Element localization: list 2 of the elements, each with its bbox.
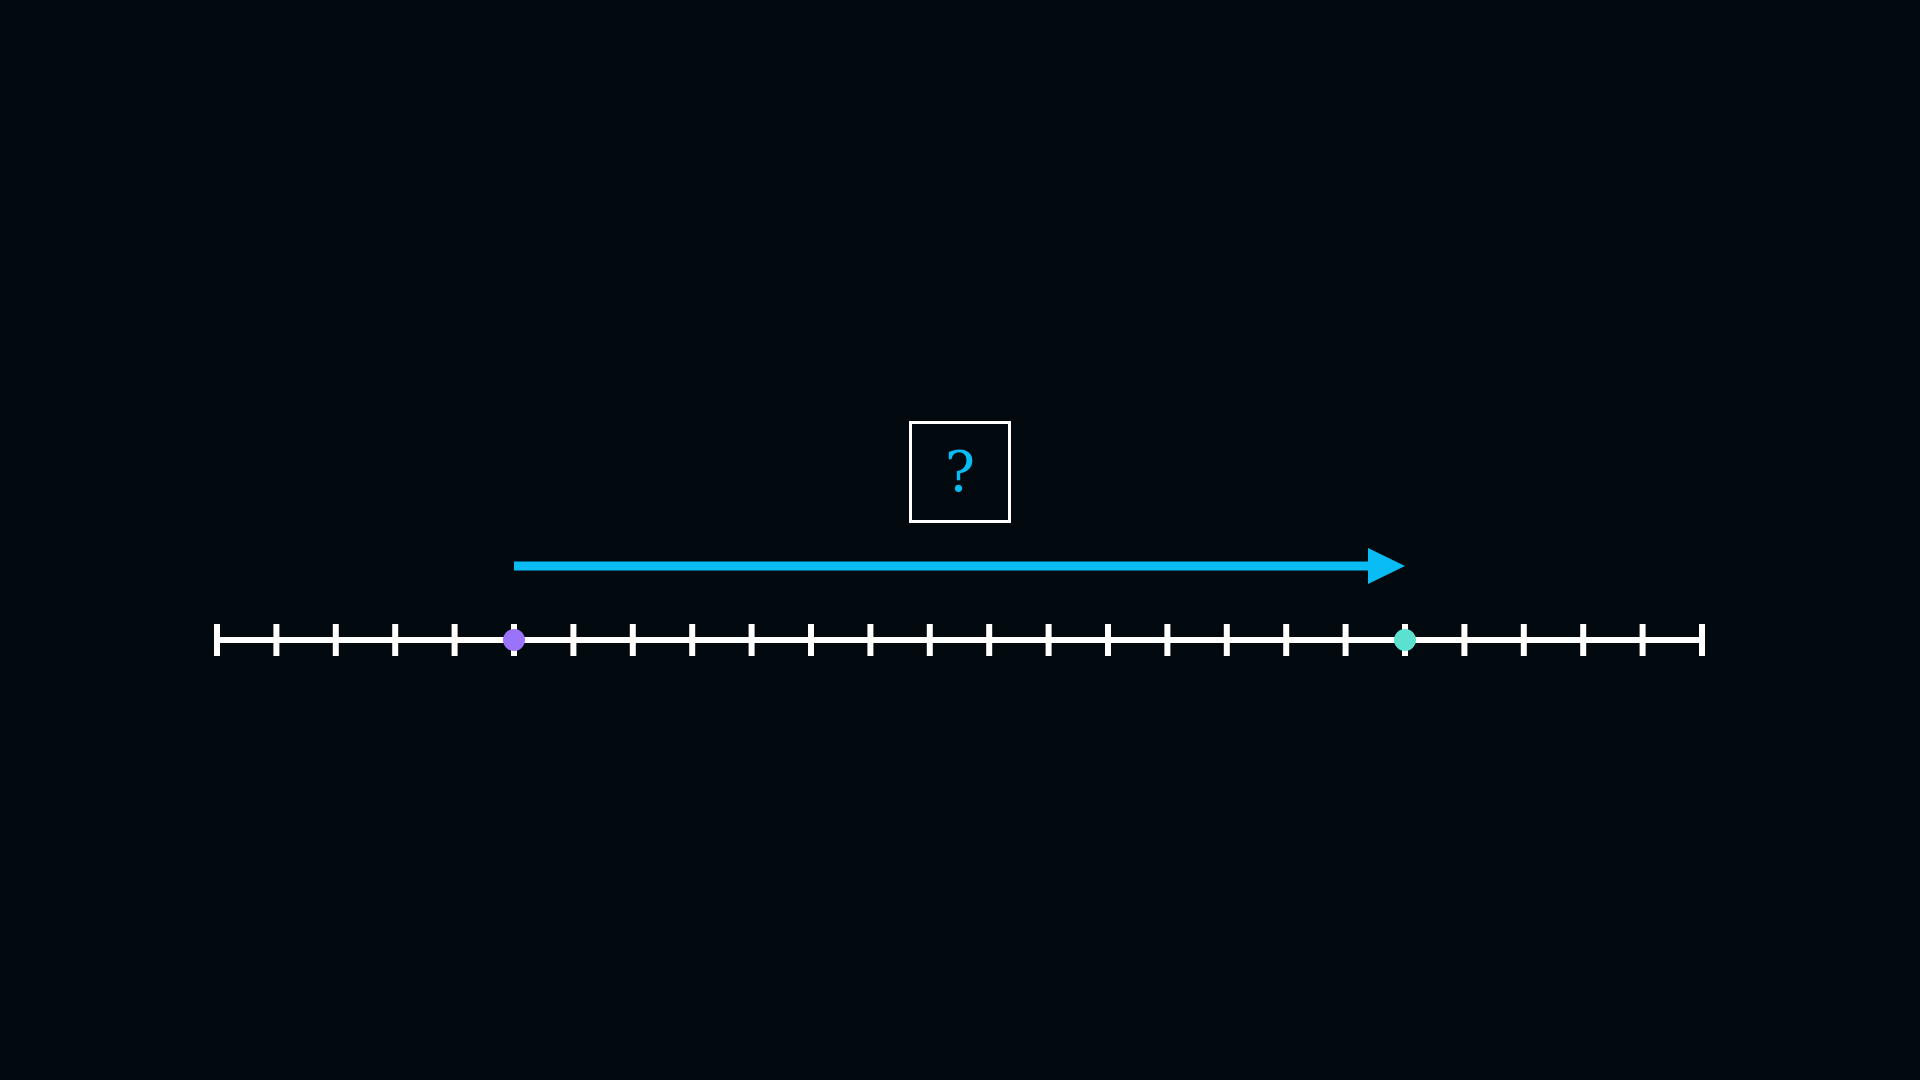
answer-box: [909, 421, 1011, 523]
question-mark: ?: [945, 444, 975, 500]
